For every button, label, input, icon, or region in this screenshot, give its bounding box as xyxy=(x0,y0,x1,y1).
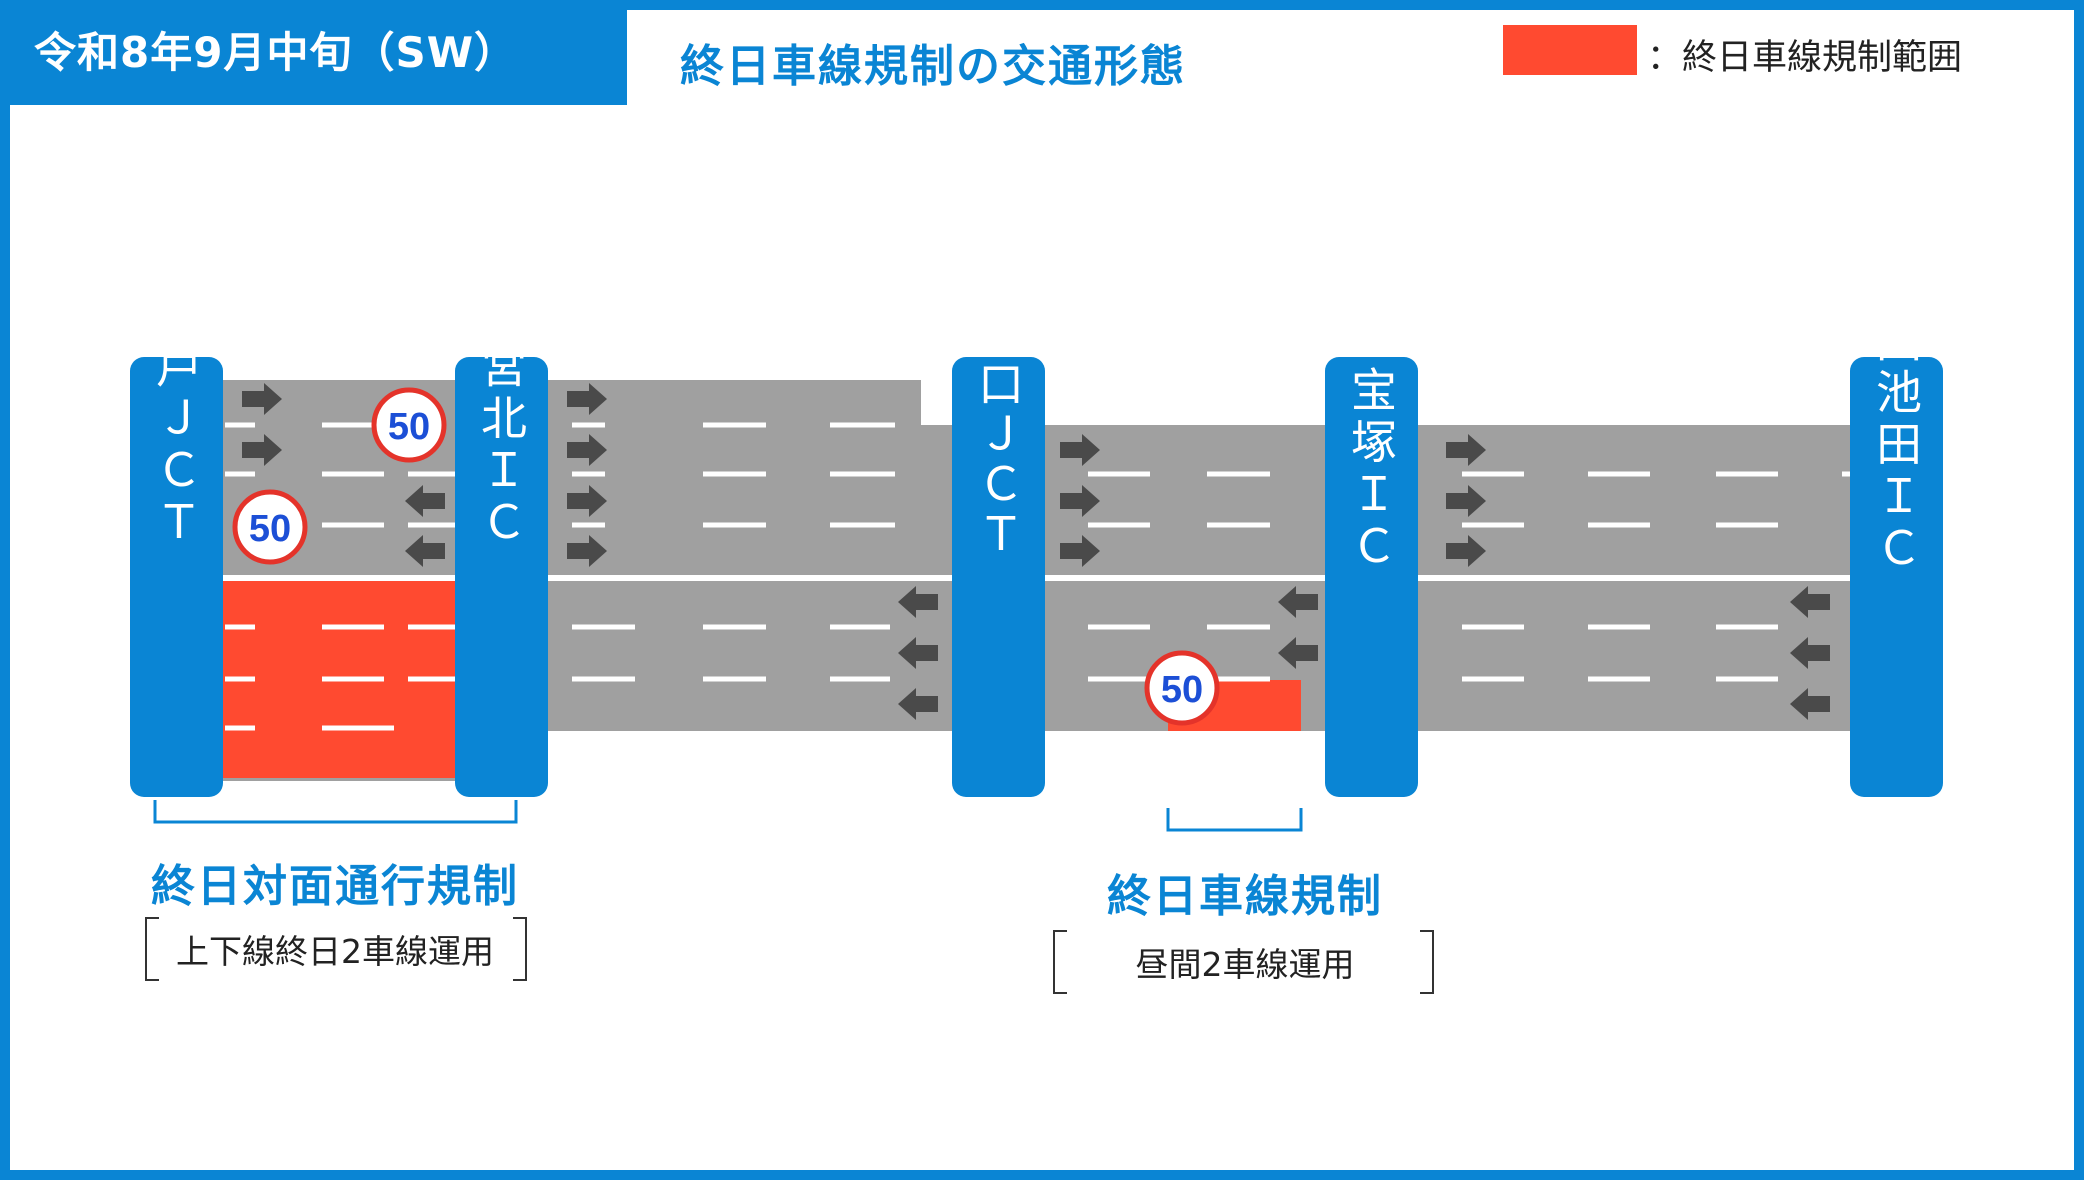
speed-limit-sign-2: 50 xyxy=(232,489,308,565)
page-title: 終日車線規制の交通形態 xyxy=(680,41,1186,92)
interchange-nishinomiya-kita-ic: 西宮北ＩＣ xyxy=(455,290,548,797)
legend-swatch xyxy=(1503,25,1637,75)
interchange-chugoku-ikeda-ic: 中国池田ＩＣ xyxy=(1850,264,1943,797)
restriction-title-lane-closure: 終日車線規制 xyxy=(1107,871,1383,922)
speed-limit-value: 50 xyxy=(388,406,430,448)
range-bracket-face-to-face xyxy=(153,800,518,824)
interchange-label: 西宮北ＩＣ xyxy=(474,290,528,550)
period-title: 令和8年9月中旬（SW） xyxy=(0,0,627,105)
speed-limit-value: 50 xyxy=(1161,669,1203,711)
interchange-label: 神戸ＪＣＴ xyxy=(149,290,203,550)
speed-limit-value: 50 xyxy=(249,508,291,550)
bracket-right xyxy=(1420,930,1434,994)
restriction-note-face-to-face: 上下線終日2車線運用 xyxy=(176,932,494,971)
range-bracket-lane-closure xyxy=(1166,808,1303,832)
bracket-right xyxy=(513,917,527,981)
interchange-nishinomiya-yamaguchi-jct: 西宮山口ＪＣＴ xyxy=(952,210,1045,797)
legend-label: ：終日車線規制範囲 xyxy=(1647,38,1963,78)
bracket-left xyxy=(1053,930,1067,994)
interchange-label: 西宮山口ＪＣＴ xyxy=(971,210,1025,560)
lane-markings xyxy=(225,422,1850,731)
interchange-label: 宝塚ＩＣ xyxy=(1344,366,1398,574)
bracket-left xyxy=(145,917,159,981)
speed-limit-sign-1: 50 xyxy=(371,387,447,463)
interchange-label: 中国池田ＩＣ xyxy=(1869,264,1923,576)
interchange-takarazuka-ic: 宝塚ＩＣ xyxy=(1325,357,1418,797)
interchange-kobe-jct: 神戸ＪＣＴ xyxy=(130,290,223,797)
speed-limit-sign-3: 50 xyxy=(1144,650,1220,726)
restriction-title-face-to-face: 終日対面通行規制 xyxy=(151,861,519,912)
restriction-note-lane-closure: 昼間2車線運用 xyxy=(1135,945,1355,984)
